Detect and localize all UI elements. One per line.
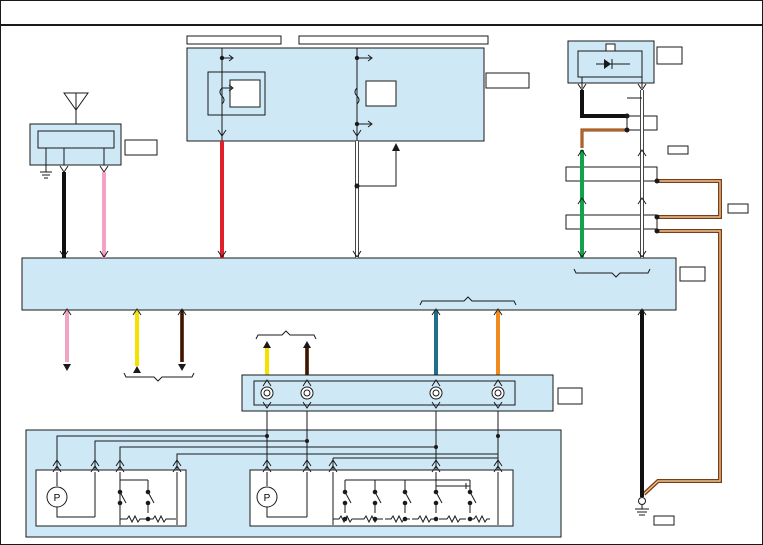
fuse-icon — [365, 80, 397, 107]
antenna-module-body — [29, 123, 122, 166]
diode-icon — [596, 59, 630, 69]
motor-icon: P — [256, 486, 278, 508]
switch-icon — [117, 479, 155, 513]
switch-icon — [342, 479, 477, 513]
main-control-unit — [21, 257, 677, 311]
wire-black — [580, 90, 627, 118]
middle-connector-block — [241, 374, 583, 412]
main-unit-tag — [679, 266, 706, 282]
bottom-switch-assembly: P P — [25, 411, 562, 538]
fuse-label-box-right — [298, 35, 489, 45]
junction-tag — [656, 46, 683, 65]
connector-tag — [557, 387, 583, 405]
fuse-label-box-left — [186, 35, 282, 45]
antenna-module-tag — [124, 139, 158, 156]
resistor-icon — [333, 514, 490, 524]
antenna-icon — [63, 92, 89, 124]
wire-brown-tan — [642, 178, 722, 496]
ground-junction-module — [565, 40, 749, 230]
resistor-icon — [120, 514, 176, 524]
ground-icon — [635, 505, 649, 516]
fuse-panel-tag — [485, 72, 530, 89]
ground-icon — [40, 171, 52, 179]
svg-text:P: P — [54, 493, 61, 504]
fuse-icon — [229, 79, 261, 108]
top-fuse-panel — [186, 35, 530, 142]
motor-icon: P — [46, 486, 68, 508]
antenna-module — [29, 92, 158, 179]
svg-text:P: P — [264, 493, 271, 504]
